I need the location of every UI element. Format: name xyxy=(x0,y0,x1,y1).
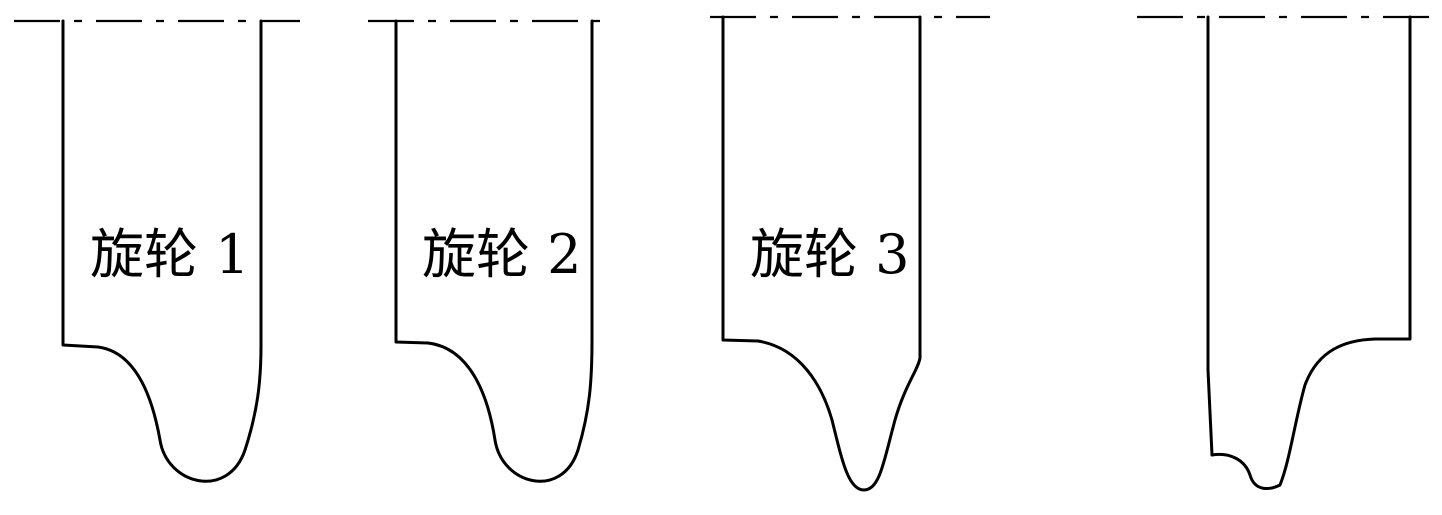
roller-3-outline xyxy=(721,15,922,492)
roller-2: 旋轮 2 xyxy=(368,19,612,483)
roller-4-outline xyxy=(1206,15,1412,491)
roller-1-label: 旋轮 1 xyxy=(90,223,250,286)
roller-4 xyxy=(1137,15,1432,491)
roller-2-label: 旋轮 2 xyxy=(422,223,582,286)
roller-3: 旋轮 3 xyxy=(710,15,990,492)
roller-2-outline xyxy=(394,19,594,483)
roller-1: 旋轮 1 xyxy=(14,19,300,483)
roller-1-outline xyxy=(61,19,263,483)
roller-3-label: 旋轮 3 xyxy=(750,223,910,286)
